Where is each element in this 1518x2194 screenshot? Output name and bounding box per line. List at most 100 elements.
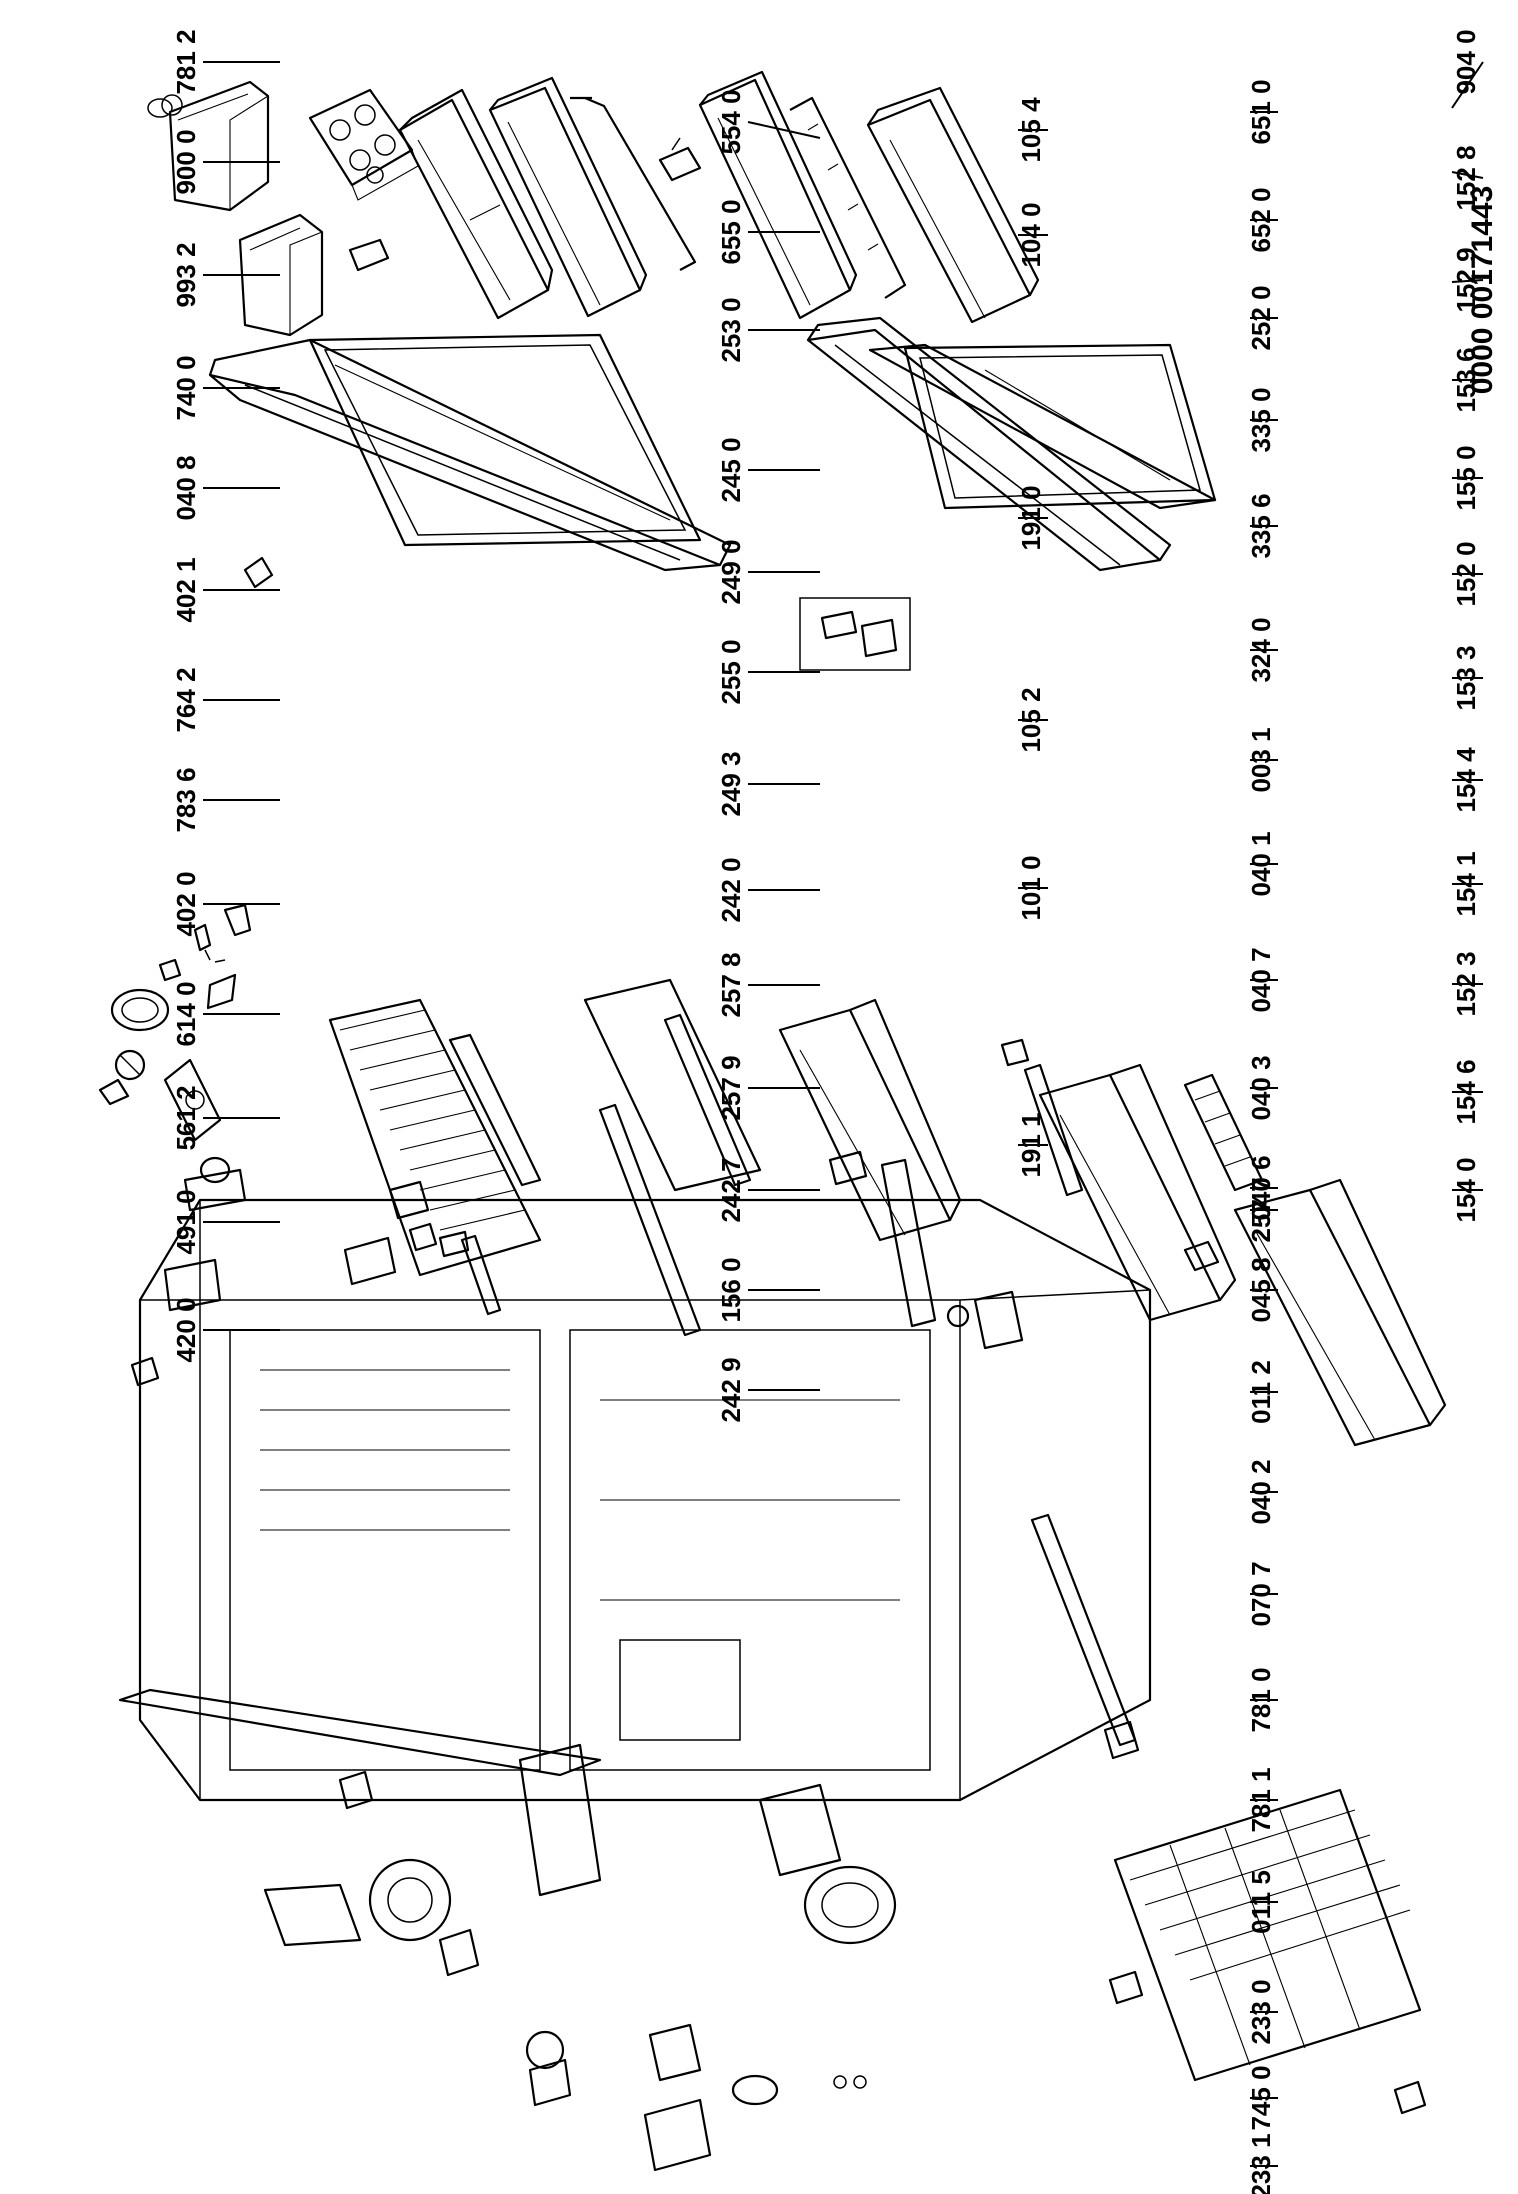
part-label-5540: 554 0 xyxy=(716,89,746,154)
door-shelf-1533 xyxy=(488,76,648,318)
part-label-9932: 993 2 xyxy=(171,242,201,307)
egg-tray-1550 xyxy=(308,88,419,272)
part-label-2429: 242 9 xyxy=(716,1357,746,1422)
part-drawings xyxy=(98,70,1447,2172)
part-label-0458: 045 8 xyxy=(1246,1257,1276,1322)
door-bin-1528 xyxy=(147,80,270,212)
shelf-trim-2493 xyxy=(663,1013,752,1187)
part-label-1544: 154 4 xyxy=(1451,747,1481,813)
clip-2578 xyxy=(1000,1038,1030,1067)
part-label-1546: 154 6 xyxy=(1451,1059,1481,1124)
part-label-7400: 740 0 xyxy=(171,355,201,420)
leader-line-9040 xyxy=(1451,61,1484,109)
part-label-0408: 040 8 xyxy=(171,455,201,520)
part-label-1052: 105 2 xyxy=(1016,687,1046,752)
part-label-3350: 335 0 xyxy=(1246,387,1276,452)
drawer-2429 xyxy=(1233,1178,1447,1447)
part-label-0402: 040 2 xyxy=(1246,1459,1276,1524)
leader-line-1528 xyxy=(1451,171,1484,179)
glass-shelf-2550 xyxy=(583,978,762,1192)
cabinet-small-parts xyxy=(130,1103,1140,1760)
part-label-6520: 652 0 xyxy=(1246,187,1276,252)
part-label-2550: 255 0 xyxy=(716,639,746,704)
rail-2579 xyxy=(1023,1063,1084,1197)
part-label-1528: 152 8 xyxy=(1451,145,1481,210)
part-label-6140: 614 0 xyxy=(171,981,201,1046)
part-label-0112: 011 2 xyxy=(1246,1360,1276,1424)
part-label-1541: 154 1 xyxy=(1451,851,1481,916)
part-label-0407: 040 7 xyxy=(1246,947,1276,1012)
part-label-7811: 781 1 xyxy=(1246,1767,1276,1832)
thermostat-group xyxy=(98,903,252,1184)
part-label-4200: 420 0 xyxy=(171,1297,201,1362)
part-label-0115: 011 5 xyxy=(1246,1870,1276,1934)
part-label-1910: 191 0 xyxy=(1016,485,1046,550)
part-label-9040: 904 0 xyxy=(1451,29,1481,94)
part-label-2493: 249 3 xyxy=(716,751,746,816)
part-label-0401: 040 1 xyxy=(1246,831,1276,896)
evaporator-7450 xyxy=(1108,1788,1427,2115)
part-label-4020: 402 0 xyxy=(171,871,201,936)
part-label-0403: 040 3 xyxy=(1246,1055,1276,1120)
part-label-6510: 651 0 xyxy=(1246,79,1276,144)
part-label-1560: 156 0 xyxy=(716,1257,746,1322)
door-shelf-1520 xyxy=(398,88,554,320)
leader-line-1529 xyxy=(1451,279,1484,283)
part-label-2578: 257 8 xyxy=(716,952,746,1017)
part-label-2520: 252 0 xyxy=(1246,285,1276,350)
part-label-1523: 152 3 xyxy=(1451,951,1481,1016)
part-label-2579: 257 9 xyxy=(716,1055,746,1120)
part-label-7812: 781 2 xyxy=(171,29,201,94)
part-label-5612: 561 2 xyxy=(171,1085,201,1150)
hinge-clip-1054 xyxy=(243,556,274,589)
ice-tray-1560 xyxy=(1183,1073,1264,1192)
part-label-1550: 155 0 xyxy=(1451,445,1481,510)
upper-door-1040 xyxy=(208,338,732,572)
part-label-1529: 152 9 xyxy=(1451,247,1481,312)
part-label-7450: 745 0 xyxy=(1246,2065,1276,2130)
part-label-1533: 153 3 xyxy=(1451,645,1481,710)
part-label-4021: 402 1 xyxy=(171,557,201,622)
part-label-2490: 249 0 xyxy=(716,539,746,604)
gasket-1910 xyxy=(308,333,702,547)
part-label-1054: 105 4 xyxy=(1016,97,1046,163)
drawer-2427 xyxy=(1038,1063,1237,1322)
crisper-2420 xyxy=(778,998,962,1242)
part-label-1540: 154 0 xyxy=(1451,1157,1481,1222)
clip-2577 xyxy=(1183,1240,1220,1272)
part-label-1520: 152 0 xyxy=(1451,541,1481,606)
part-label-7810: 781 0 xyxy=(1246,1667,1276,1732)
part-label-2420: 242 0 xyxy=(716,857,746,922)
part-label-3240: 324 0 xyxy=(1246,617,1276,682)
part-label-0707: 070 7 xyxy=(1246,1561,1276,1626)
part-labels: 904 0 152 8 152 9 153 6 155 0 152 0 153 3 154 4… xyxy=(171,29,1481,2194)
part-label-0406: 040 6 xyxy=(1246,1155,1276,1220)
shelf-trim-2490 xyxy=(448,1033,542,1187)
document-code: 0000 00171443 xyxy=(1466,186,1499,395)
gasket-1911 xyxy=(868,343,1217,510)
clip-1541 xyxy=(658,137,702,182)
part-label-4910: 491 0 xyxy=(171,1189,201,1254)
part-label-2330: 233 0 xyxy=(1246,1979,1276,2044)
door-bin-1529 xyxy=(238,213,324,337)
shelf-bar-1544 xyxy=(570,96,697,271)
door-bin-1540 xyxy=(866,86,1040,324)
door-shelf-1523 xyxy=(698,70,858,320)
cabinet-body xyxy=(138,1198,1152,1802)
part-label-7836: 783 6 xyxy=(171,767,201,832)
part-label-3356: 335 6 xyxy=(1246,493,1276,558)
part-label-1040: 104 0 xyxy=(1016,202,1046,267)
electrical-parts xyxy=(525,2023,867,2172)
part-label-7642: 764 2 xyxy=(171,667,201,732)
part-label-2530: 253 0 xyxy=(716,297,746,362)
part-label-1010: 101 0 xyxy=(1016,855,1046,920)
lower-mechanical-parts xyxy=(118,1688,897,1977)
leader-line-5540 xyxy=(747,121,821,139)
part-label-2450: 245 0 xyxy=(716,437,746,502)
part-label-9000: 900 0 xyxy=(171,129,201,194)
part-label-1536: 153 6 xyxy=(1451,347,1481,412)
part-label-2331: 233 1 xyxy=(1246,2133,1276,2194)
part-label-0031: 003 1 xyxy=(1246,727,1276,792)
bottle-rail-1546 xyxy=(789,96,907,299)
